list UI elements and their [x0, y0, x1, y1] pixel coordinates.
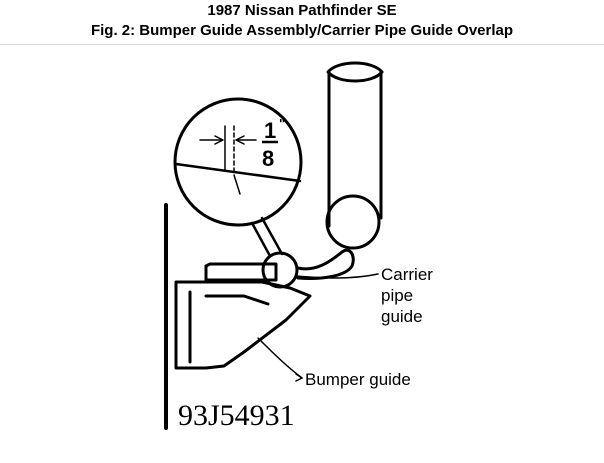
bumper-guide-label: Bumper guide [305, 370, 411, 389]
figure-caption: Fig. 2: Bumper Guide Assembly/Carrier Pi… [90, 22, 514, 39]
inch-mark: " [279, 116, 285, 131]
detail-connector [250, 216, 284, 258]
carrier-pipe [325, 61, 384, 250]
page-title: 1987 Nissan Pathfinder SE [207, 2, 397, 19]
carrier-label-line3: guide [381, 307, 423, 326]
header: 1987 Nissan Pathfinder SE Fig. 2: Bumper… [0, 0, 604, 44]
carrier-label-line1: Carrier [381, 265, 433, 284]
detail-circle [173, 97, 303, 227]
bumper-leader [257, 337, 303, 379]
fraction-denominator: 8 [262, 146, 274, 171]
header-divider [0, 44, 604, 45]
figure-code: 93J54931 [178, 399, 295, 432]
fraction-numerator: 1 [264, 118, 276, 143]
carrier-label-line2: pipe [381, 286, 413, 305]
bumper-guide [174, 262, 312, 370]
carrier-pipe-guide [296, 248, 355, 280]
carrier-leader [295, 273, 379, 279]
